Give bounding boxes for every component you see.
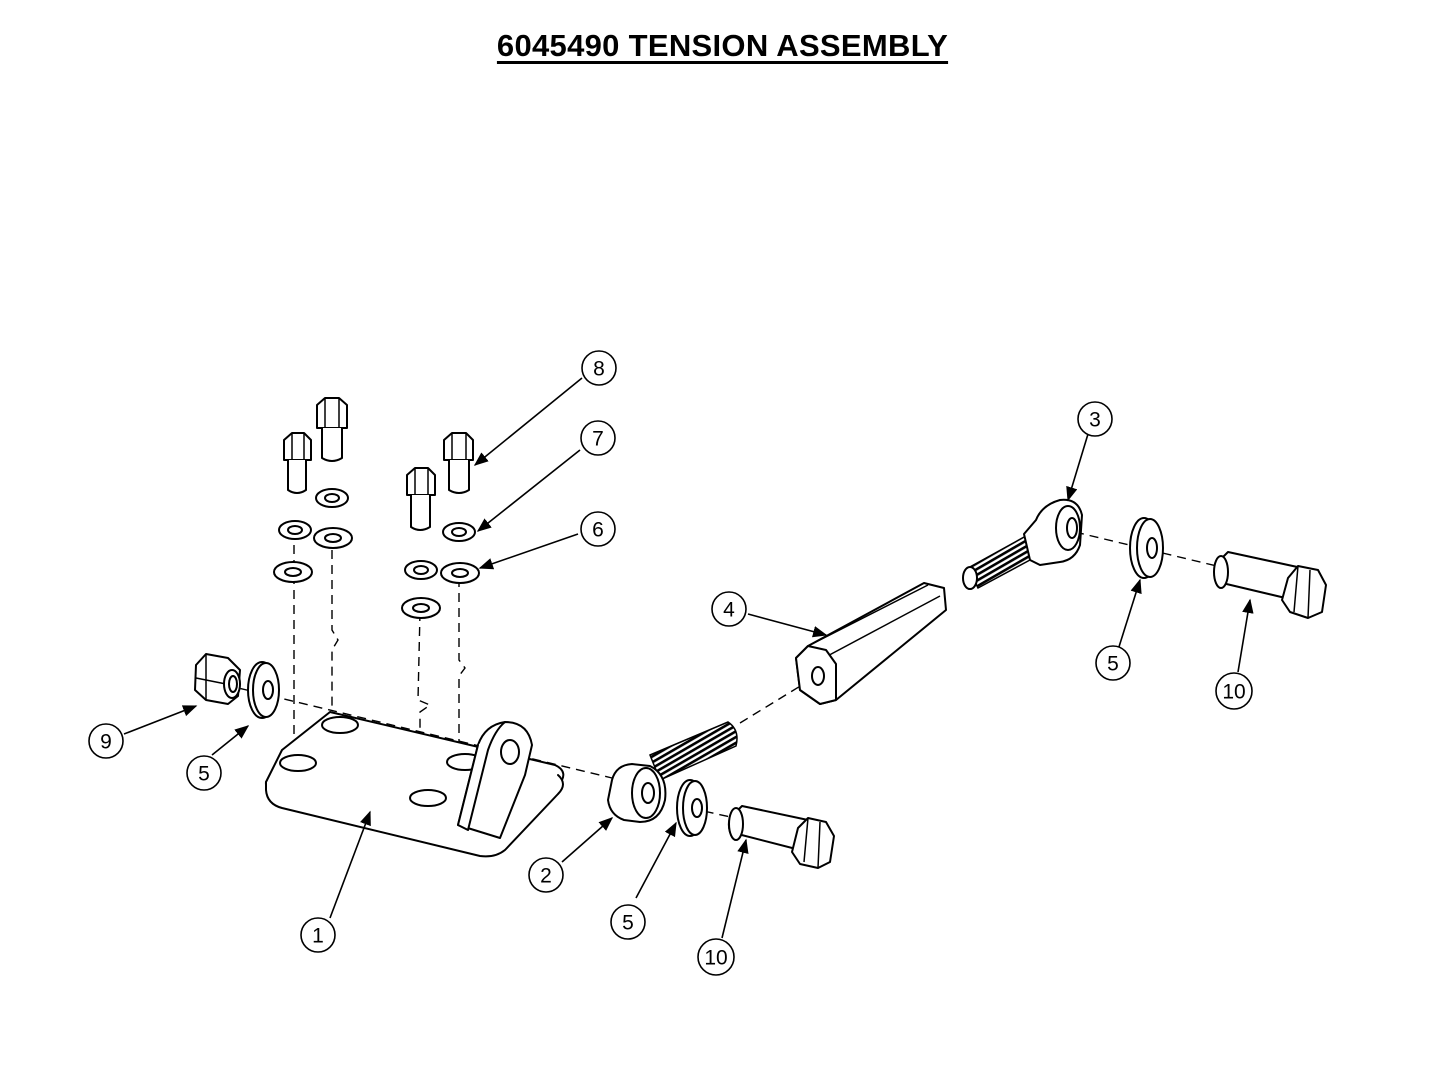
svg-text:4: 4 xyxy=(723,599,735,622)
callout-6: 6 xyxy=(580,511,616,547)
hex-nut-part xyxy=(194,653,241,705)
flat-washers xyxy=(273,527,480,619)
cap-screw-4 xyxy=(443,432,474,494)
svg-text:8: 8 xyxy=(593,358,605,381)
svg-text:10: 10 xyxy=(704,947,727,970)
washer-left-part xyxy=(247,661,280,719)
rod-end-upper-part xyxy=(962,498,1083,590)
washer-lower-part xyxy=(676,779,708,837)
callout-10-upper: 10 xyxy=(1215,672,1253,710)
svg-text:10: 10 xyxy=(1222,681,1245,704)
svg-text:1: 1 xyxy=(312,925,324,948)
cap-screw-3 xyxy=(406,467,436,531)
diagram-title: 6045490 TENSION ASSEMBLY xyxy=(496,28,949,63)
svg-text:6: 6 xyxy=(592,519,604,542)
callout-5-left: 5 xyxy=(186,755,222,791)
callout-2: 2 xyxy=(528,857,564,893)
callout-3: 3 xyxy=(1077,401,1113,437)
svg-text:5: 5 xyxy=(1107,653,1119,676)
callout-4: 4 xyxy=(711,591,747,627)
cap-screw-2 xyxy=(316,397,348,462)
callout-5-right: 5 xyxy=(1095,645,1131,681)
callout-8: 8 xyxy=(581,350,617,386)
svg-text:2: 2 xyxy=(540,865,552,888)
cap-screw-1 xyxy=(283,432,312,494)
svg-text:5: 5 xyxy=(622,912,634,935)
base-plate-part xyxy=(264,711,565,858)
callout-1: 1 xyxy=(300,917,336,953)
lock-washers xyxy=(278,488,476,580)
rod-end-lower-part xyxy=(607,721,738,823)
svg-text:3: 3 xyxy=(1089,409,1101,432)
clevis-bolt-lower-part xyxy=(727,805,835,869)
callout-10-lower: 10 xyxy=(697,938,735,976)
hex-coupler-part xyxy=(795,582,947,705)
svg-text:9: 9 xyxy=(100,731,112,754)
leader-lines xyxy=(123,377,1254,939)
callout-5-lower: 5 xyxy=(610,904,646,940)
callout-9: 9 xyxy=(88,723,124,759)
svg-text:7: 7 xyxy=(592,428,604,451)
callout-7: 7 xyxy=(580,420,616,456)
washer-right-part xyxy=(1129,517,1164,579)
svg-text:5: 5 xyxy=(198,763,210,786)
clevis-bolt-upper-part xyxy=(1213,551,1327,619)
